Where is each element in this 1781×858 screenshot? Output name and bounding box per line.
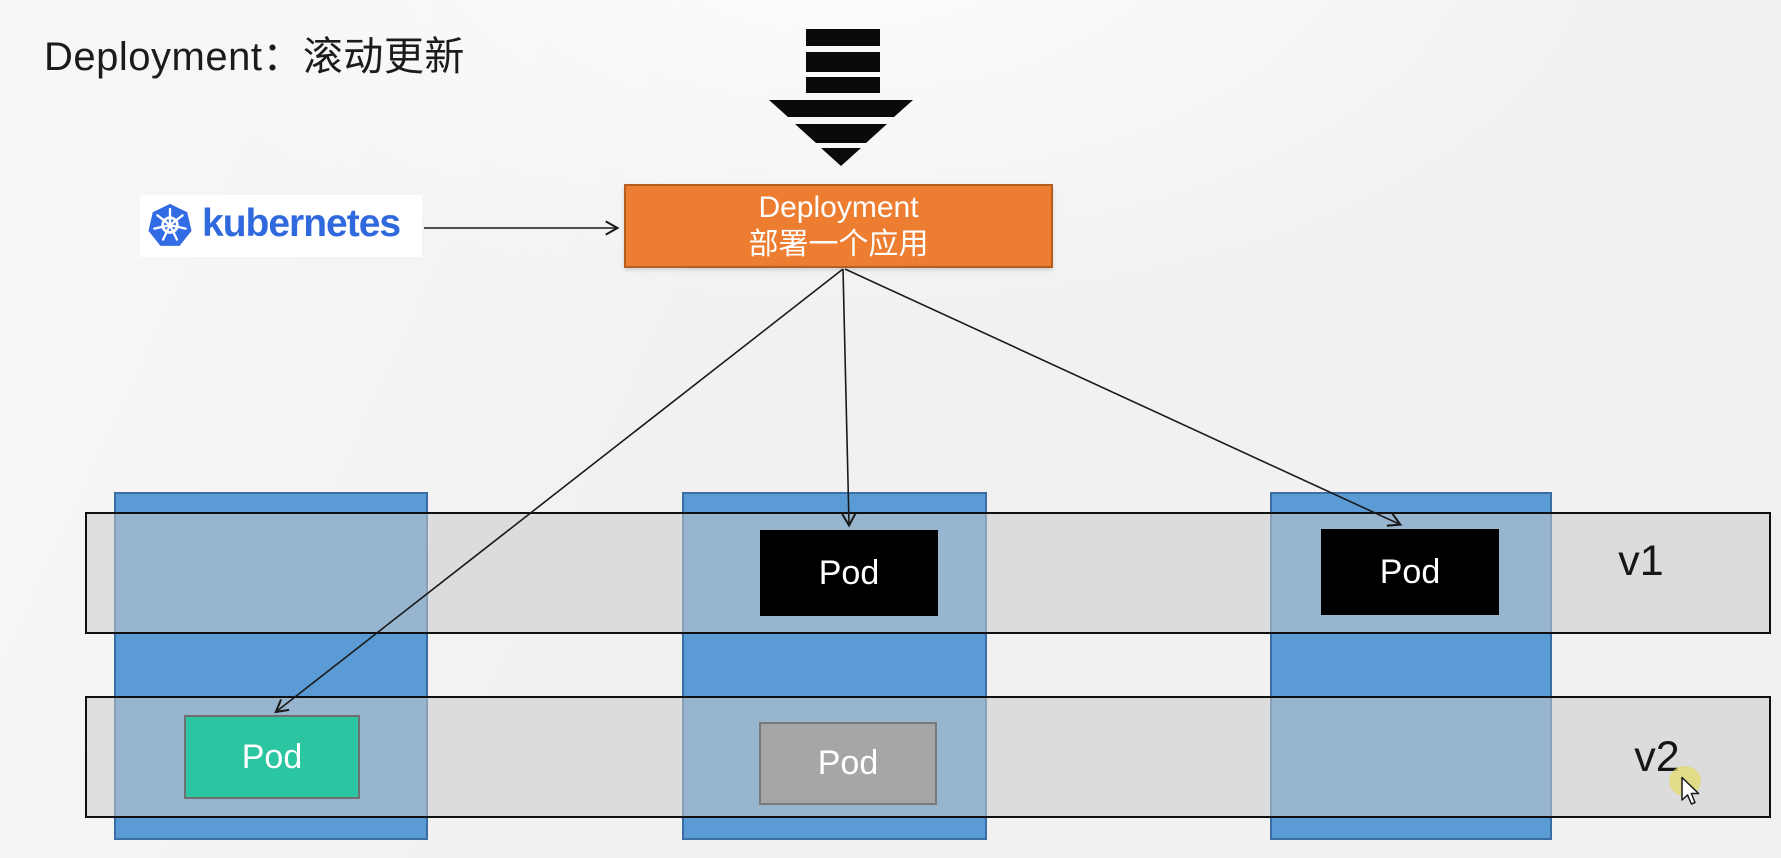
deployment-box-title: Deployment: [758, 191, 919, 224]
arrow-deployment-to-pod-v1-middle: [841, 268, 857, 528]
pod-label: Pod: [817, 744, 879, 782]
deployment-box-subtitle: 部署一个应用: [748, 228, 929, 261]
page-title: Deployment：滚动更新: [44, 35, 465, 79]
kubernetes-logo-badge: kubernetes: [140, 195, 422, 257]
mouse-pointer-icon: [1681, 776, 1700, 805]
pod-label: Pod: [1379, 552, 1441, 591]
arrow-deployment-to-pod-v1-right: [844, 268, 1403, 527]
pod-v2-left: Pod: [184, 715, 360, 799]
pod-v1-right: Pod: [1321, 529, 1499, 615]
deployment-box: Deployment 部署一个应用: [624, 184, 1053, 268]
pod-label: Pod: [818, 553, 880, 592]
striped-down-arrow-icon: [769, 29, 913, 166]
pod-label: Pod: [241, 737, 303, 776]
kubernetes-wheel-icon: [148, 203, 192, 246]
pod-v1-middle: Pod: [760, 530, 938, 616]
version-label-v1: v1: [1618, 537, 1664, 585]
kubernetes-wordmark: kubernetes: [202, 202, 401, 245]
pod-v2-middle: Pod: [759, 722, 937, 805]
